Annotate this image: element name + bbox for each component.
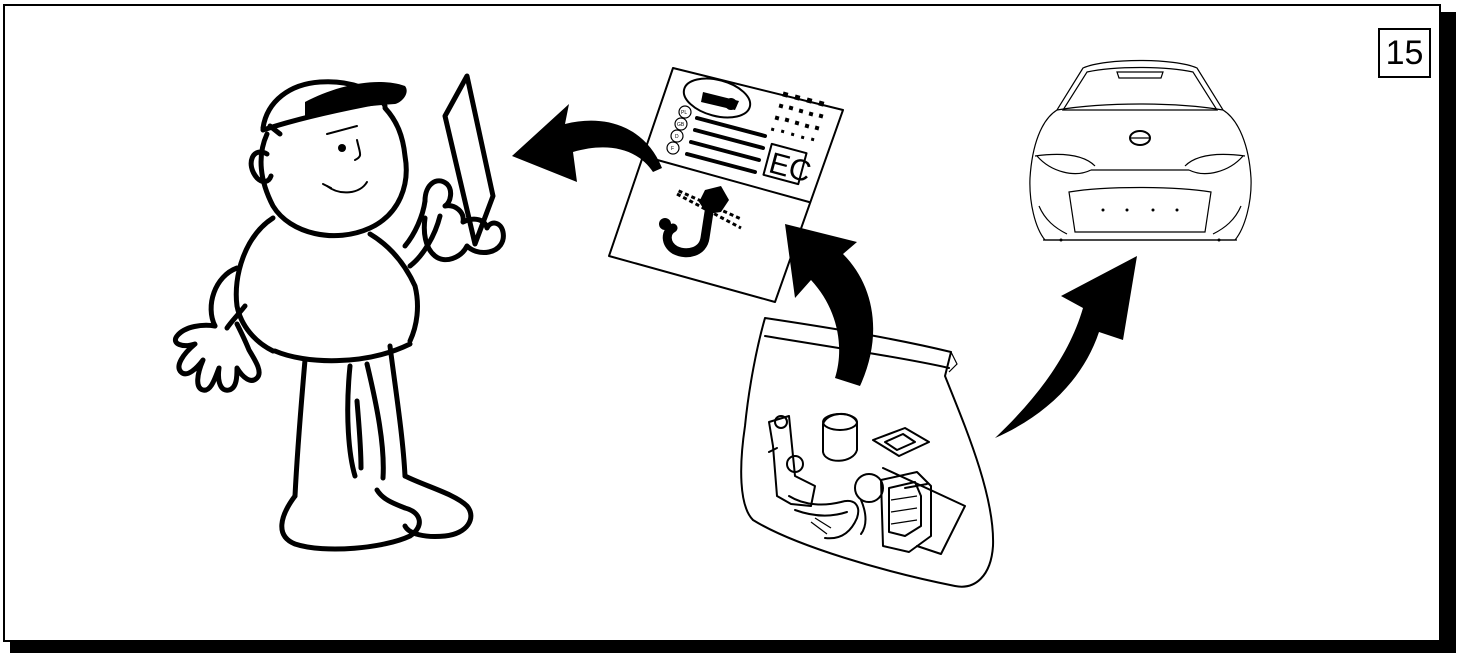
step-number-badge: 15 [1378,28,1431,78]
car-rear-view [1029,59,1252,242]
ec-mark-box [762,142,808,186]
cap-visor [305,81,407,116]
country-code-3: D [675,134,679,140]
parts-bag [740,317,995,588]
brand-badge [1129,130,1151,146]
dot-grid [770,91,825,142]
certificate-document: PL GB D F EC [608,67,844,303]
assembly-illustration: PL GB D F EC [173,59,1252,588]
arrow-bag-to-certificate [785,224,874,386]
tow-hook-symbol [659,186,743,258]
illustration-frame: PL GB D F EC [3,4,1441,642]
arrow-bag-to-car [995,256,1137,438]
arrow-certificate-to-mechanic [512,104,662,182]
country-code-1: PL [681,110,687,116]
certificate-text-lines [685,116,767,174]
country-code-list: PL GB D F [666,105,692,155]
mechanic-figure [173,73,506,552]
country-code-2: GB [677,122,685,128]
country-code-4: F [671,146,674,152]
